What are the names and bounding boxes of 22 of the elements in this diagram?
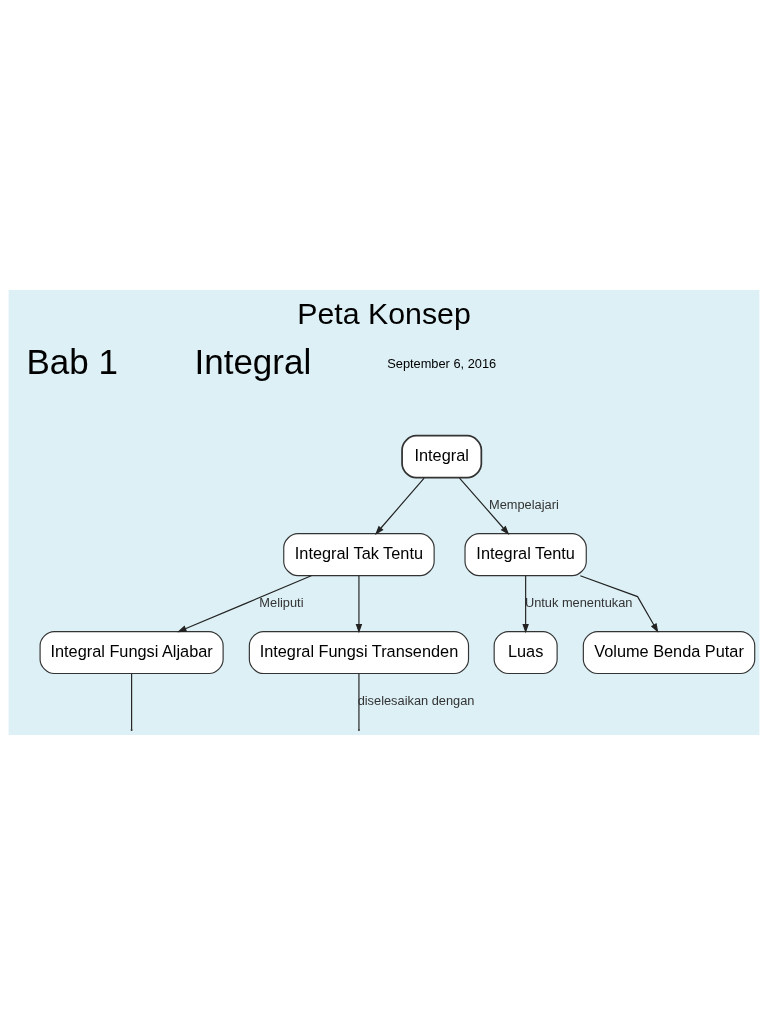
arrow [375, 477, 425, 535]
node-box: Integral Fungsi Aljabar [39, 630, 224, 674]
node-box: Integral Tak Tentu [283, 532, 435, 576]
arrow [355, 575, 363, 633]
node-box: Integral Fungsi Transenden [248, 630, 470, 674]
node-box: Luas [493, 630, 558, 674]
label: Bab 1 [26, 341, 118, 381]
connector [358, 672, 360, 730]
edge-label: Mempelajari [489, 496, 559, 512]
edge-label: Untuk menentukan [524, 594, 633, 610]
connector [131, 672, 133, 730]
node-box: Integral [401, 434, 483, 479]
label: September 6, 2016 [387, 355, 497, 371]
node-box: Volume Benda Putar [582, 630, 756, 674]
label: Integral [194, 341, 312, 381]
arrow [579, 574, 659, 633]
edge-label: Meliputi [259, 594, 304, 610]
arrow [458, 477, 510, 535]
arrow [522, 575, 529, 633]
node-box: Integral Tentu [464, 532, 587, 576]
arrow [177, 574, 312, 632]
diagram-title: Peta Konsep [297, 296, 471, 330]
